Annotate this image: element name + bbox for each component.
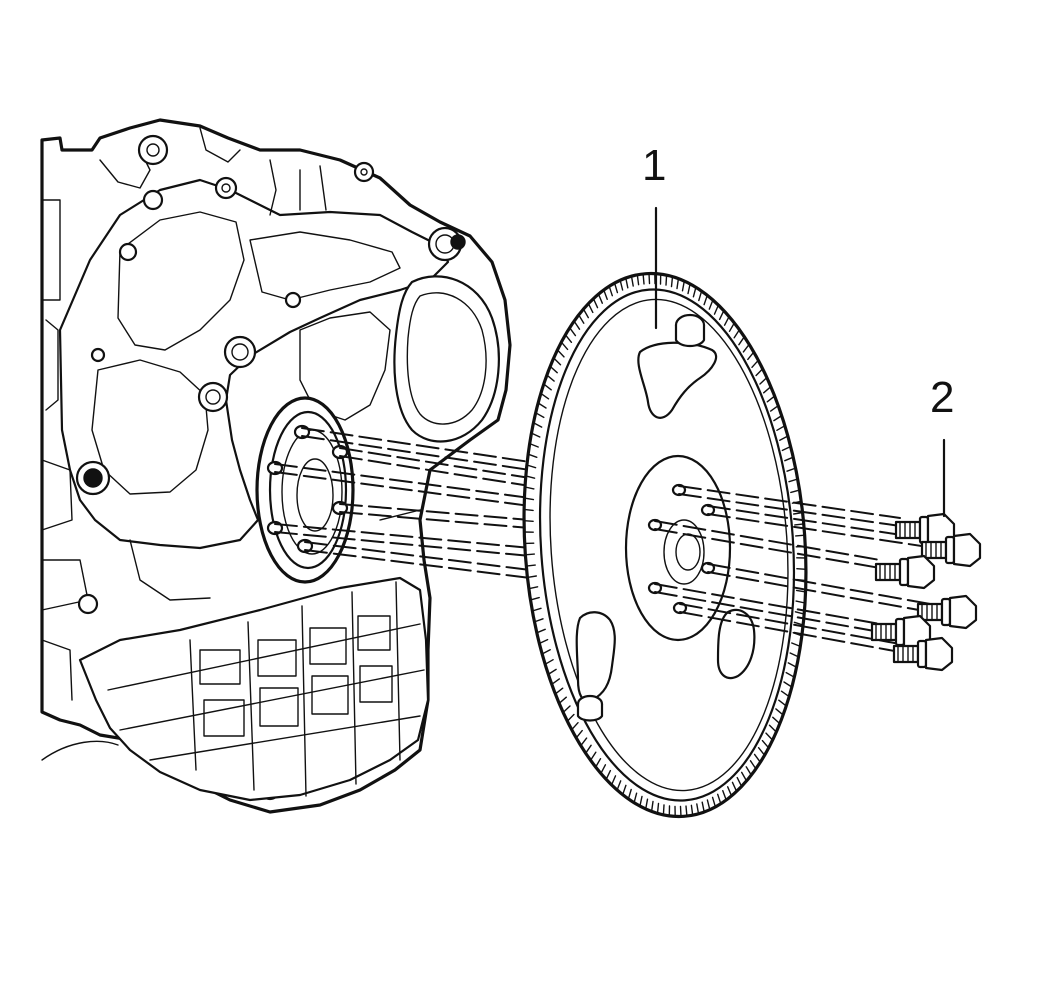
- callout-2-number: 2: [930, 373, 954, 422]
- gear-tooth-lines: [523, 272, 807, 818]
- ring-gear-teeth: [523, 272, 807, 818]
- bolt: [916, 594, 978, 630]
- callout-1-number: 1: [642, 141, 666, 190]
- bolt: [920, 532, 982, 568]
- callout-1: 1: [642, 141, 666, 330]
- flywheel: [522, 271, 808, 819]
- bolt: [892, 636, 954, 672]
- flywheel-dowel: [576, 313, 706, 722]
- engine-block: [40, 118, 512, 814]
- flywheel-bolts: [870, 512, 982, 672]
- bolt: [874, 554, 936, 590]
- oil-pan-ribs: [107, 581, 425, 797]
- rear-main-seal: [255, 396, 355, 584]
- callout-2: 2: [930, 373, 954, 518]
- alignment-lines-block: [274, 427, 531, 579]
